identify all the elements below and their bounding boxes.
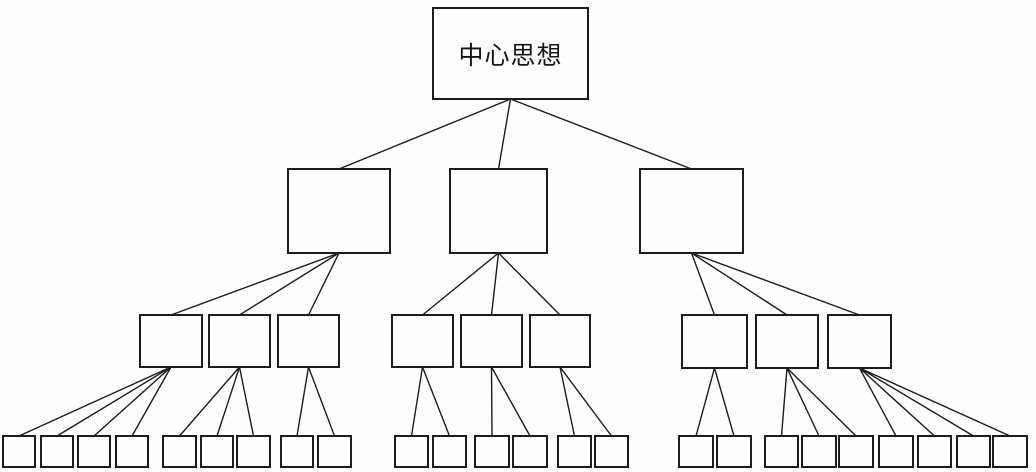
node-box-L4-20 bbox=[838, 435, 874, 468]
edge-root-to-L2-3 bbox=[510, 98, 692, 170]
edge-L3-1-to-L4-4 bbox=[131, 366, 172, 437]
edge-L3-1-to-L4-2 bbox=[56, 366, 172, 437]
nodes-layer bbox=[2, 7, 1028, 468]
edge-L3-8-to-L4-19 bbox=[786, 367, 820, 437]
edge-root-to-L2-2 bbox=[497, 98, 512, 170]
edge-L2-2-to-L3-4 bbox=[422, 252, 499, 316]
edge-L2-1-to-L3-3 bbox=[307, 252, 340, 316]
edge-L2-2-to-L3-5 bbox=[490, 252, 500, 316]
node-box-L4-23 bbox=[956, 435, 991, 468]
node-box-L3-6 bbox=[529, 314, 591, 368]
edge-L3-5-to-L4-12 bbox=[490, 366, 493, 437]
edge-L3-8-to-L4-18 bbox=[780, 367, 788, 437]
edge-L2-2-to-L3-6 bbox=[498, 252, 561, 316]
node-box-L4-11 bbox=[432, 435, 467, 468]
node-box-L4-18 bbox=[764, 435, 799, 468]
edge-L3-6-to-L4-14 bbox=[559, 366, 576, 437]
node-box-L3-3 bbox=[277, 314, 340, 368]
node-box-L3-2 bbox=[208, 314, 271, 368]
node-box-L4-7 bbox=[236, 435, 271, 468]
edge-L2-1-to-L3-2 bbox=[239, 252, 340, 316]
node-box-L2-2 bbox=[449, 168, 548, 254]
edge-L3-2-to-L4-7 bbox=[238, 366, 255, 437]
edge-L2-3-to-L3-7 bbox=[690, 252, 716, 316]
node-box-L4-22 bbox=[917, 435, 952, 468]
node-box-L4-1 bbox=[2, 435, 36, 468]
edge-L3-1-to-L4-1 bbox=[18, 366, 172, 437]
edge-L3-9-to-L4-23 bbox=[859, 367, 974, 437]
node-box-L2-3 bbox=[639, 168, 744, 254]
node-box-L3-5 bbox=[460, 314, 523, 368]
node-box-L4-6 bbox=[200, 435, 234, 468]
node-box-L4-10 bbox=[394, 435, 429, 468]
edge-L3-9-to-L4-21 bbox=[858, 367, 897, 437]
node-box-L4-16 bbox=[678, 435, 714, 468]
edge-L3-6-to-L4-15 bbox=[559, 366, 613, 437]
node-box-L4-8 bbox=[280, 435, 314, 468]
edge-L3-3-to-L4-8 bbox=[296, 366, 310, 437]
edge-L3-3-to-L4-9 bbox=[307, 366, 336, 437]
node-box-L4-4 bbox=[115, 435, 149, 468]
node-box-L4-2 bbox=[40, 435, 74, 468]
node-box-L2-1 bbox=[287, 168, 391, 254]
node-box-L4-9 bbox=[317, 435, 352, 468]
node-box-L4-17 bbox=[716, 435, 752, 468]
node-box-L4-13 bbox=[512, 435, 548, 468]
node-box-L4-5 bbox=[162, 435, 197, 468]
edge-L3-7-to-L4-16 bbox=[695, 367, 716, 437]
edge-L3-5-to-L4-13 bbox=[490, 366, 531, 437]
node-box-L3-7 bbox=[681, 314, 748, 369]
node-box-L4-19 bbox=[801, 435, 837, 468]
node-box-L3-9 bbox=[827, 314, 892, 369]
node-box-L3-1 bbox=[139, 314, 203, 368]
edge-L3-8-to-L4-20 bbox=[786, 367, 857, 437]
node-box-root bbox=[432, 7, 589, 100]
edge-L3-2-to-L4-5 bbox=[178, 366, 241, 437]
node-box-L3-4 bbox=[391, 314, 454, 368]
edge-L3-1-to-L4-3 bbox=[93, 366, 172, 437]
edges-layer bbox=[18, 98, 1011, 437]
edge-L3-9-to-L4-22 bbox=[859, 367, 935, 437]
edge-root-to-L2-1 bbox=[338, 98, 511, 170]
node-box-L4-14 bbox=[557, 435, 592, 468]
edge-L2-3-to-L3-9 bbox=[691, 252, 860, 316]
edge-L3-7-to-L4-17 bbox=[713, 367, 735, 437]
node-box-L4-15 bbox=[594, 435, 629, 468]
node-box-L4-12 bbox=[474, 435, 510, 468]
node-box-L4-3 bbox=[77, 435, 111, 468]
edge-L3-9-to-L4-24 bbox=[859, 367, 1011, 437]
edge-L2-3-to-L3-8 bbox=[691, 252, 788, 316]
edge-L3-4-to-L4-10 bbox=[410, 366, 424, 437]
node-box-L4-21 bbox=[878, 435, 914, 468]
edge-L2-1-to-L3-1 bbox=[170, 252, 340, 316]
edge-L3-2-to-L4-6 bbox=[216, 366, 241, 437]
node-box-L4-24 bbox=[992, 435, 1028, 468]
node-box-L3-8 bbox=[755, 314, 819, 369]
edge-L3-4-to-L4-11 bbox=[421, 366, 451, 437]
